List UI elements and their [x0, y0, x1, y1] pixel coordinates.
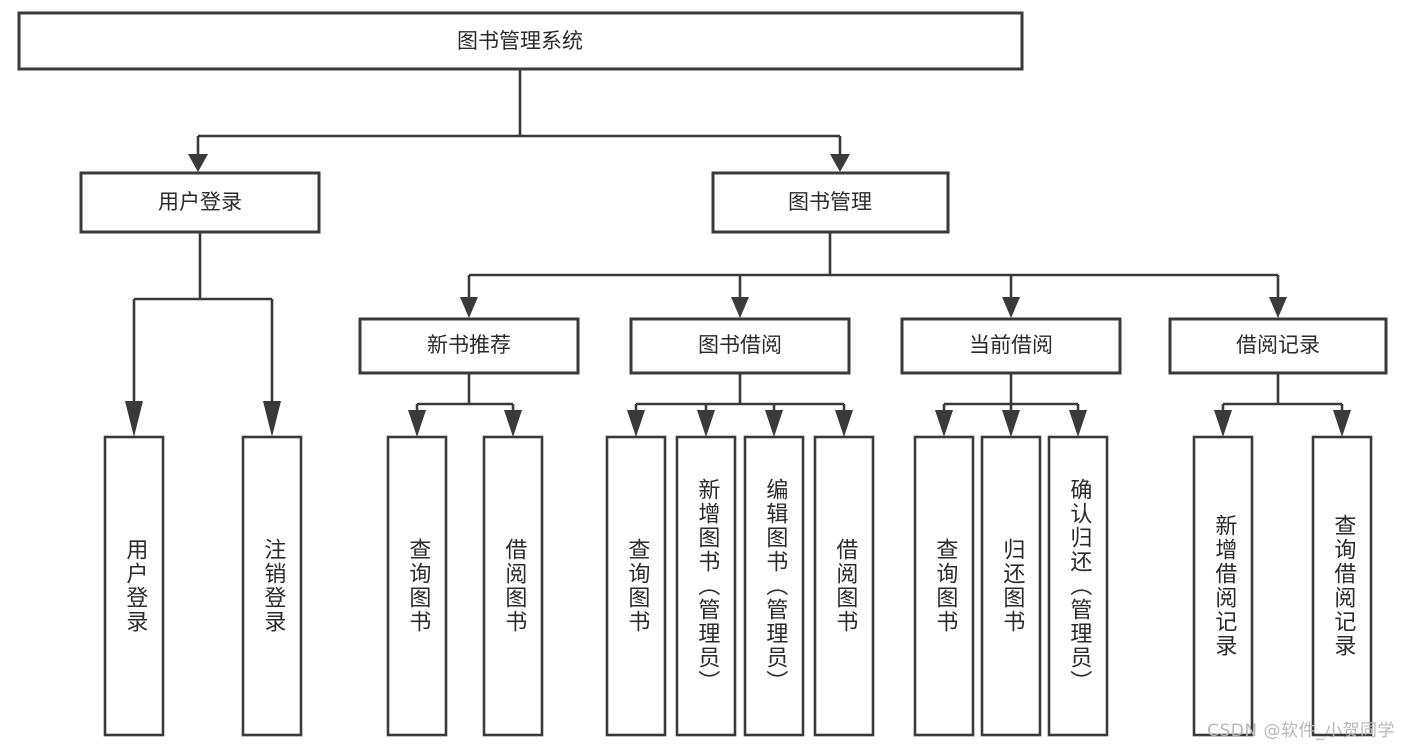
arrowhead-currentborrow-leaf-2: [1002, 410, 1020, 437]
leaf-current-borrow-2[interactable]: [980, 435, 1042, 737]
arrowhead-currentborrow-leaf-1: [935, 410, 953, 437]
arrowhead-to-book-borrow: [731, 297, 749, 318]
arrowhead-currentborrow-leaf-3: [1069, 410, 1087, 437]
arrowhead-login-leaf-1: [125, 401, 143, 437]
leaf-borrow-record-2[interactable]: [1311, 435, 1373, 737]
leaf-new-book-1[interactable]: [386, 435, 448, 737]
leaf-book-borrow-3[interactable]: [743, 435, 805, 737]
arrowhead-borrowrecord-leaf-2: [1333, 410, 1351, 437]
node-new-book-recommend[interactable]: [358, 317, 580, 375]
node-current-borrow[interactable]: [900, 317, 1122, 375]
node-borrow-record[interactable]: [1168, 317, 1388, 375]
arrowhead-newbook-leaf-1: [408, 410, 426, 437]
node-new-book-recommend-label: 新书推荐: [427, 333, 511, 357]
node-root-system-label: 图书管理系统: [457, 29, 583, 53]
leaf-book-borrow-4[interactable]: [813, 435, 875, 737]
arrowhead-bookborrow-leaf-4: [835, 410, 853, 437]
arrowhead-to-book-management: [830, 154, 850, 172]
leaf-new-book-2[interactable]: [482, 435, 544, 737]
leaf-current-borrow-3[interactable]: [1047, 435, 1109, 737]
leaf-book-borrow-2[interactable]: [675, 435, 737, 737]
watermark-text: CSDN @软件_小贺同学: [1207, 721, 1395, 741]
arrowhead-login-leaf-2: [263, 401, 281, 437]
arrowhead-bookborrow-leaf-2: [697, 410, 715, 437]
arrowhead-to-borrow-record: [1269, 297, 1287, 318]
node-book-management[interactable]: [711, 171, 950, 234]
arrowhead-borrowrecord-leaf-1: [1214, 410, 1232, 437]
arrowhead-to-current-borrow: [1002, 297, 1020, 318]
node-book-management-label: 图书管理: [788, 190, 872, 214]
node-user-login-label: 用户登录: [158, 190, 242, 214]
arrowhead-newbook-leaf-2: [504, 410, 522, 437]
arrowhead-to-user-login: [188, 154, 208, 172]
arrowhead-bookborrow-leaf-1: [627, 410, 645, 437]
arrowhead-bookborrow-leaf-3: [765, 410, 783, 437]
arrowhead-to-new-book: [460, 297, 478, 318]
leaf-user-login-2[interactable]: [241, 435, 303, 737]
node-book-borrow-label: 图书借阅: [698, 333, 782, 357]
leaf-current-borrow-1[interactable]: [913, 435, 975, 737]
leaf-borrow-record-1[interactable]: [1192, 435, 1254, 737]
node-current-borrow-label: 当前借阅: [969, 333, 1053, 357]
leaf-user-login-1[interactable]: [103, 435, 165, 737]
node-borrow-record-label: 借阅记录: [1236, 333, 1320, 357]
node-book-borrow[interactable]: [629, 317, 851, 375]
leaf-book-borrow-1[interactable]: [605, 435, 667, 737]
node-root-system[interactable]: [17, 11, 1024, 71]
